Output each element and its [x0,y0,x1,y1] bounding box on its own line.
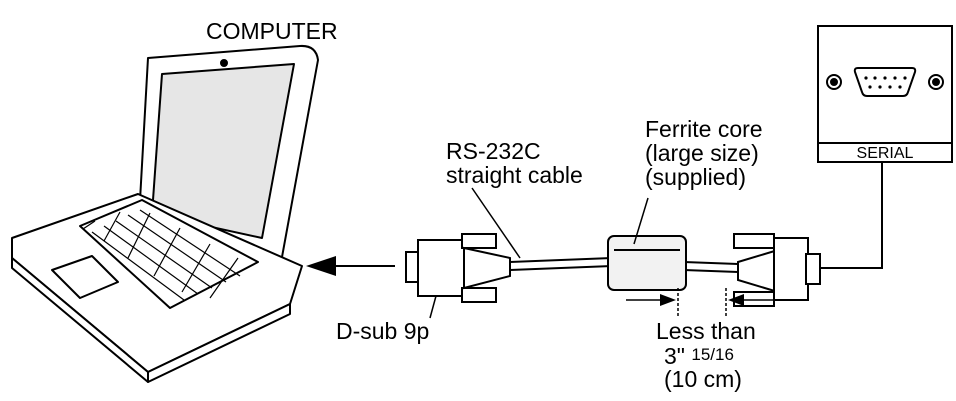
cable-label-line1: RS-232C [446,138,541,164]
left-screw-bottom [461,287,497,303]
distance-label-line3: (10 cm) [664,366,742,392]
laptop-trackpad [51,255,119,299]
serial-label: SERIAL [856,145,914,162]
left-connector-hood [463,246,511,290]
dsub-label: D-sub 9p [336,318,430,344]
computer-label: COMPUTER [206,18,338,44]
serial-port [853,67,917,97]
right-connector-pins [805,253,821,285]
ferrite-leader [633,197,649,245]
ferrite-core [607,235,687,291]
cable-leader [471,187,521,259]
right-connector-shell [773,237,809,301]
left-dsub-connector [405,233,511,303]
laptop-screen [151,63,295,239]
distance-fraction: 15/16 [691,345,734,364]
laptop-computer [11,44,319,383]
distance-label-line2: 3" 15/16 [664,342,734,369]
laptop-side-edge [147,303,291,383]
distance-dimension [626,288,778,318]
distance-label-line1: Less than [656,318,756,344]
rs232c-cable [509,257,739,273]
serial-panel [817,25,953,163]
leader-lines [429,187,649,319]
ferrite-label-line1: Ferrite core [645,116,763,142]
ferrite-label-line3: (supplied) [645,164,746,190]
direction-arrow [306,256,395,276]
keyboard-keys [82,209,241,301]
dsub-leader [429,295,437,319]
ferrite-core-body [607,235,687,291]
distance-inches: 3" [664,343,685,369]
right-screw-top [733,233,775,249]
cable-label-line2: straight cable [446,162,583,188]
right-connector-hood [737,248,779,294]
left-connector-shell [417,239,465,297]
serial-port-pins [864,76,907,89]
left-screw-top [461,233,497,249]
ferrite-label-line2: (large size) [645,140,759,166]
right-dsub-connector [733,233,821,307]
laptop-camera [220,59,228,67]
